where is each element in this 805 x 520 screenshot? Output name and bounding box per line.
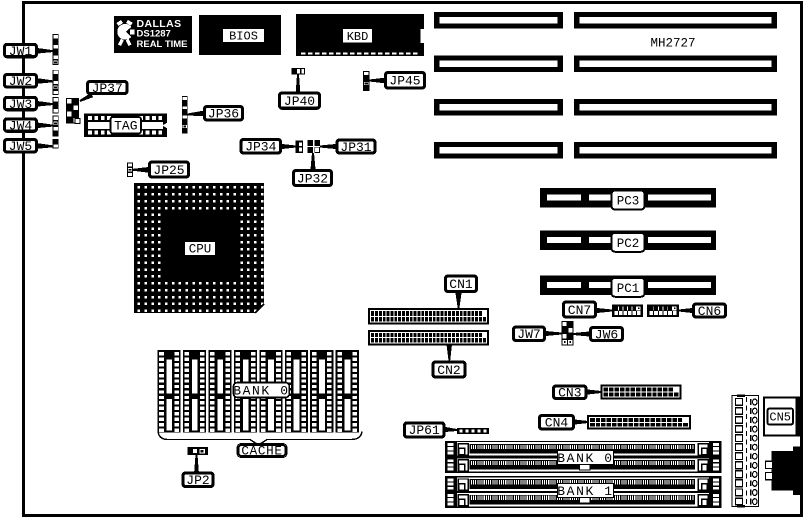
svg-text:JW2: JW2 <box>9 74 32 89</box>
svg-text:JP25: JP25 <box>153 163 184 178</box>
svg-text:DALLAS: DALLAS <box>137 18 182 30</box>
svg-text:JP34: JP34 <box>245 140 276 155</box>
svg-text:CN7: CN7 <box>568 303 591 318</box>
svg-text:JP45: JP45 <box>389 74 420 89</box>
svg-text:BIOS: BIOS <box>229 30 258 44</box>
svg-text:CN5: CN5 <box>769 411 791 425</box>
svg-text:JW5: JW5 <box>9 139 32 154</box>
svg-text:PC2: PC2 <box>617 237 640 251</box>
svg-text:CPU: CPU <box>189 243 212 257</box>
svg-text:MH2727: MH2727 <box>651 37 696 51</box>
svg-text:CN3: CN3 <box>558 386 581 401</box>
svg-text:REAL TIME: REAL TIME <box>137 39 188 50</box>
svg-text:JP40: JP40 <box>284 94 315 109</box>
svg-text:KBD: KBD <box>347 30 369 44</box>
svg-text:JP31: JP31 <box>340 140 371 155</box>
svg-text:JW7: JW7 <box>517 327 540 342</box>
svg-text:DS1287: DS1287 <box>137 29 171 40</box>
svg-text:CN2: CN2 <box>437 363 460 378</box>
svg-text:JP61: JP61 <box>409 423 440 438</box>
svg-text:CN1: CN1 <box>449 277 473 292</box>
svg-text:BANK 0: BANK 0 <box>233 384 289 399</box>
svg-text:TAG: TAG <box>114 119 137 134</box>
svg-text:BANK 1: BANK 1 <box>557 484 613 499</box>
svg-text:PC3: PC3 <box>617 195 640 209</box>
svg-text:CN6: CN6 <box>698 304 721 319</box>
svg-text:JP32: JP32 <box>297 171 328 186</box>
svg-text:PC1: PC1 <box>617 282 640 296</box>
svg-text:JP36: JP36 <box>208 107 239 122</box>
svg-text:JW1: JW1 <box>9 44 33 59</box>
svg-text:JW3: JW3 <box>9 97 32 112</box>
svg-text:CN4: CN4 <box>545 416 569 431</box>
svg-text:JP37: JP37 <box>92 81 123 96</box>
svg-text:JW4: JW4 <box>9 118 33 133</box>
svg-text:CACHE: CACHE <box>241 445 282 459</box>
svg-text:JW6: JW6 <box>595 327 618 342</box>
svg-text:BANK 0: BANK 0 <box>557 451 613 466</box>
svg-text:JP2: JP2 <box>186 473 209 488</box>
